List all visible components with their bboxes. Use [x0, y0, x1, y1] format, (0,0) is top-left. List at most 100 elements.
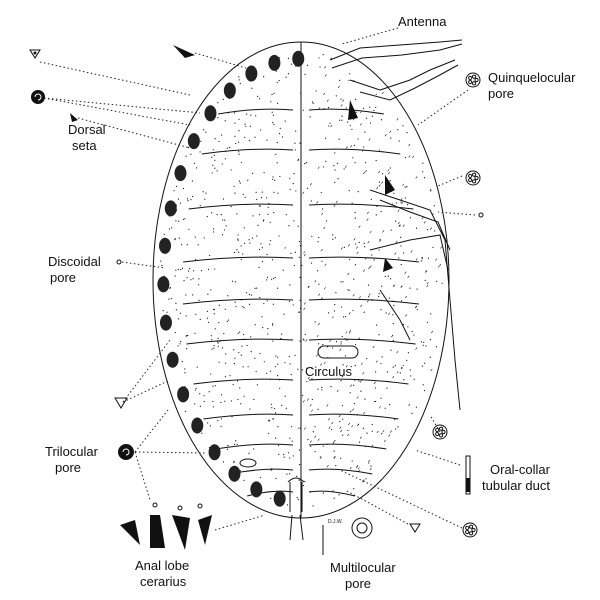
stipple-dot: [237, 332, 239, 334]
stipple-dot: [256, 287, 258, 289]
stipple-dot: [272, 340, 274, 342]
seta-mark: [368, 138, 371, 141]
seta-mark: [317, 166, 320, 169]
stipple-dot: [290, 373, 292, 376]
segment-line: [193, 378, 294, 385]
seta-mark: [382, 230, 385, 233]
stipple-dot: [214, 159, 216, 161]
stipple-dot: [273, 123, 275, 126]
stipple-dot: [334, 181, 336, 184]
stipple-dot: [234, 281, 236, 283]
stipple-dot: [354, 264, 357, 266]
stipple-dot: [357, 138, 359, 140]
stipple-dot: [269, 243, 271, 245]
stipple-dot: [206, 215, 208, 218]
stipple-dot: [272, 176, 274, 178]
stipple-dot: [218, 361, 220, 363]
stipple-dot: [213, 347, 215, 349]
stipple-dot: [282, 269, 284, 271]
stipple-dot: [163, 233, 165, 235]
dorsal-seta-small-icon: [70, 113, 78, 122]
stipple-dot: [397, 129, 399, 131]
stipple-dot: [205, 131, 207, 133]
stipple-dot: [351, 460, 353, 462]
stipple-dot: [366, 357, 368, 360]
stipple-dot: [184, 410, 187, 412]
stipple-dot: [404, 156, 407, 159]
stipple-dot: [354, 364, 356, 367]
stipple-dot: [237, 398, 239, 401]
stipple-dot: [292, 304, 294, 306]
stipple-dot: [276, 287, 279, 289]
stipple-dot: [271, 259, 274, 261]
stipple-dot: [352, 309, 354, 312]
stipple-dot: [179, 312, 181, 314]
stipple-dot: [184, 372, 186, 374]
stipple-dot: [243, 242, 246, 244]
seta-mark: [426, 281, 429, 285]
stipple-dot: [392, 314, 394, 316]
stipple-dot: [340, 341, 342, 343]
stipple-dot: [370, 198, 372, 200]
stipple-dot: [217, 345, 219, 347]
stipple-dot: [250, 350, 252, 353]
seta-mark: [396, 350, 399, 354]
stipple-dot: [181, 267, 184, 269]
stipple-dot: [174, 238, 176, 241]
label-anal-lobe-cerarius-2: cerarius: [140, 574, 187, 589]
stipple-dot: [306, 64, 309, 66]
stipple-dot: [234, 122, 236, 124]
quinquelocular-pore: [432, 424, 448, 440]
stipple-dot: [354, 217, 356, 219]
seta-mark: [357, 467, 360, 470]
pore-loculus: [435, 427, 440, 433]
stipple-dot: [296, 497, 298, 499]
seta-mark: [381, 181, 384, 184]
stipple-dot: [254, 324, 256, 326]
seta-mark: [359, 110, 362, 114]
seta-mark: [407, 275, 410, 279]
stipple-dot: [291, 63, 293, 65]
stipple-dot: [236, 213, 238, 215]
seta-mark: [324, 66, 327, 69]
stipple-dot: [349, 332, 351, 334]
segment-line: [308, 468, 373, 475]
stipple-dot: [318, 283, 320, 285]
stipple-dot: [350, 366, 352, 368]
stipple-dot: [376, 324, 378, 326]
stipple-dot: [302, 109, 305, 111]
stipple-dot: [212, 149, 214, 151]
stipple-dot: [301, 369, 304, 371]
stipple-dot: [262, 327, 264, 329]
stipple-dot: [242, 333, 245, 336]
stipple-dot: [231, 280, 234, 282]
stipple-dot: [397, 426, 399, 428]
stipple-dot: [422, 171, 424, 173]
stipple-dot: [312, 431, 314, 433]
stipple-dot: [268, 432, 270, 435]
seta-mark: [440, 246, 443, 249]
stipple-dot: [201, 432, 203, 434]
stipple-dot: [321, 208, 324, 210]
stipple-dot: [367, 284, 370, 286]
stipple-dot: [371, 423, 373, 426]
seta-mark: [360, 304, 363, 307]
seta-mark: [356, 246, 358, 249]
stipple-dot: [206, 317, 208, 319]
stipple-dot: [342, 316, 345, 318]
stipple-dot: [312, 102, 314, 104]
stipple-dot: [213, 344, 215, 347]
seta-mark: [350, 145, 352, 148]
stipple-dot: [421, 257, 423, 259]
seta-mark: [316, 334, 319, 338]
stipple-dot: [240, 354, 242, 356]
stipple-dot: [311, 398, 313, 401]
stipple-dot: [194, 403, 196, 405]
stipple-dot: [299, 340, 301, 342]
seta-mark: [364, 257, 367, 260]
stipple-dot: [199, 205, 201, 207]
stipple-dot: [285, 214, 287, 216]
stipple-dot: [171, 227, 173, 229]
seta-mark: [389, 430, 392, 433]
seta-mark: [360, 362, 363, 365]
